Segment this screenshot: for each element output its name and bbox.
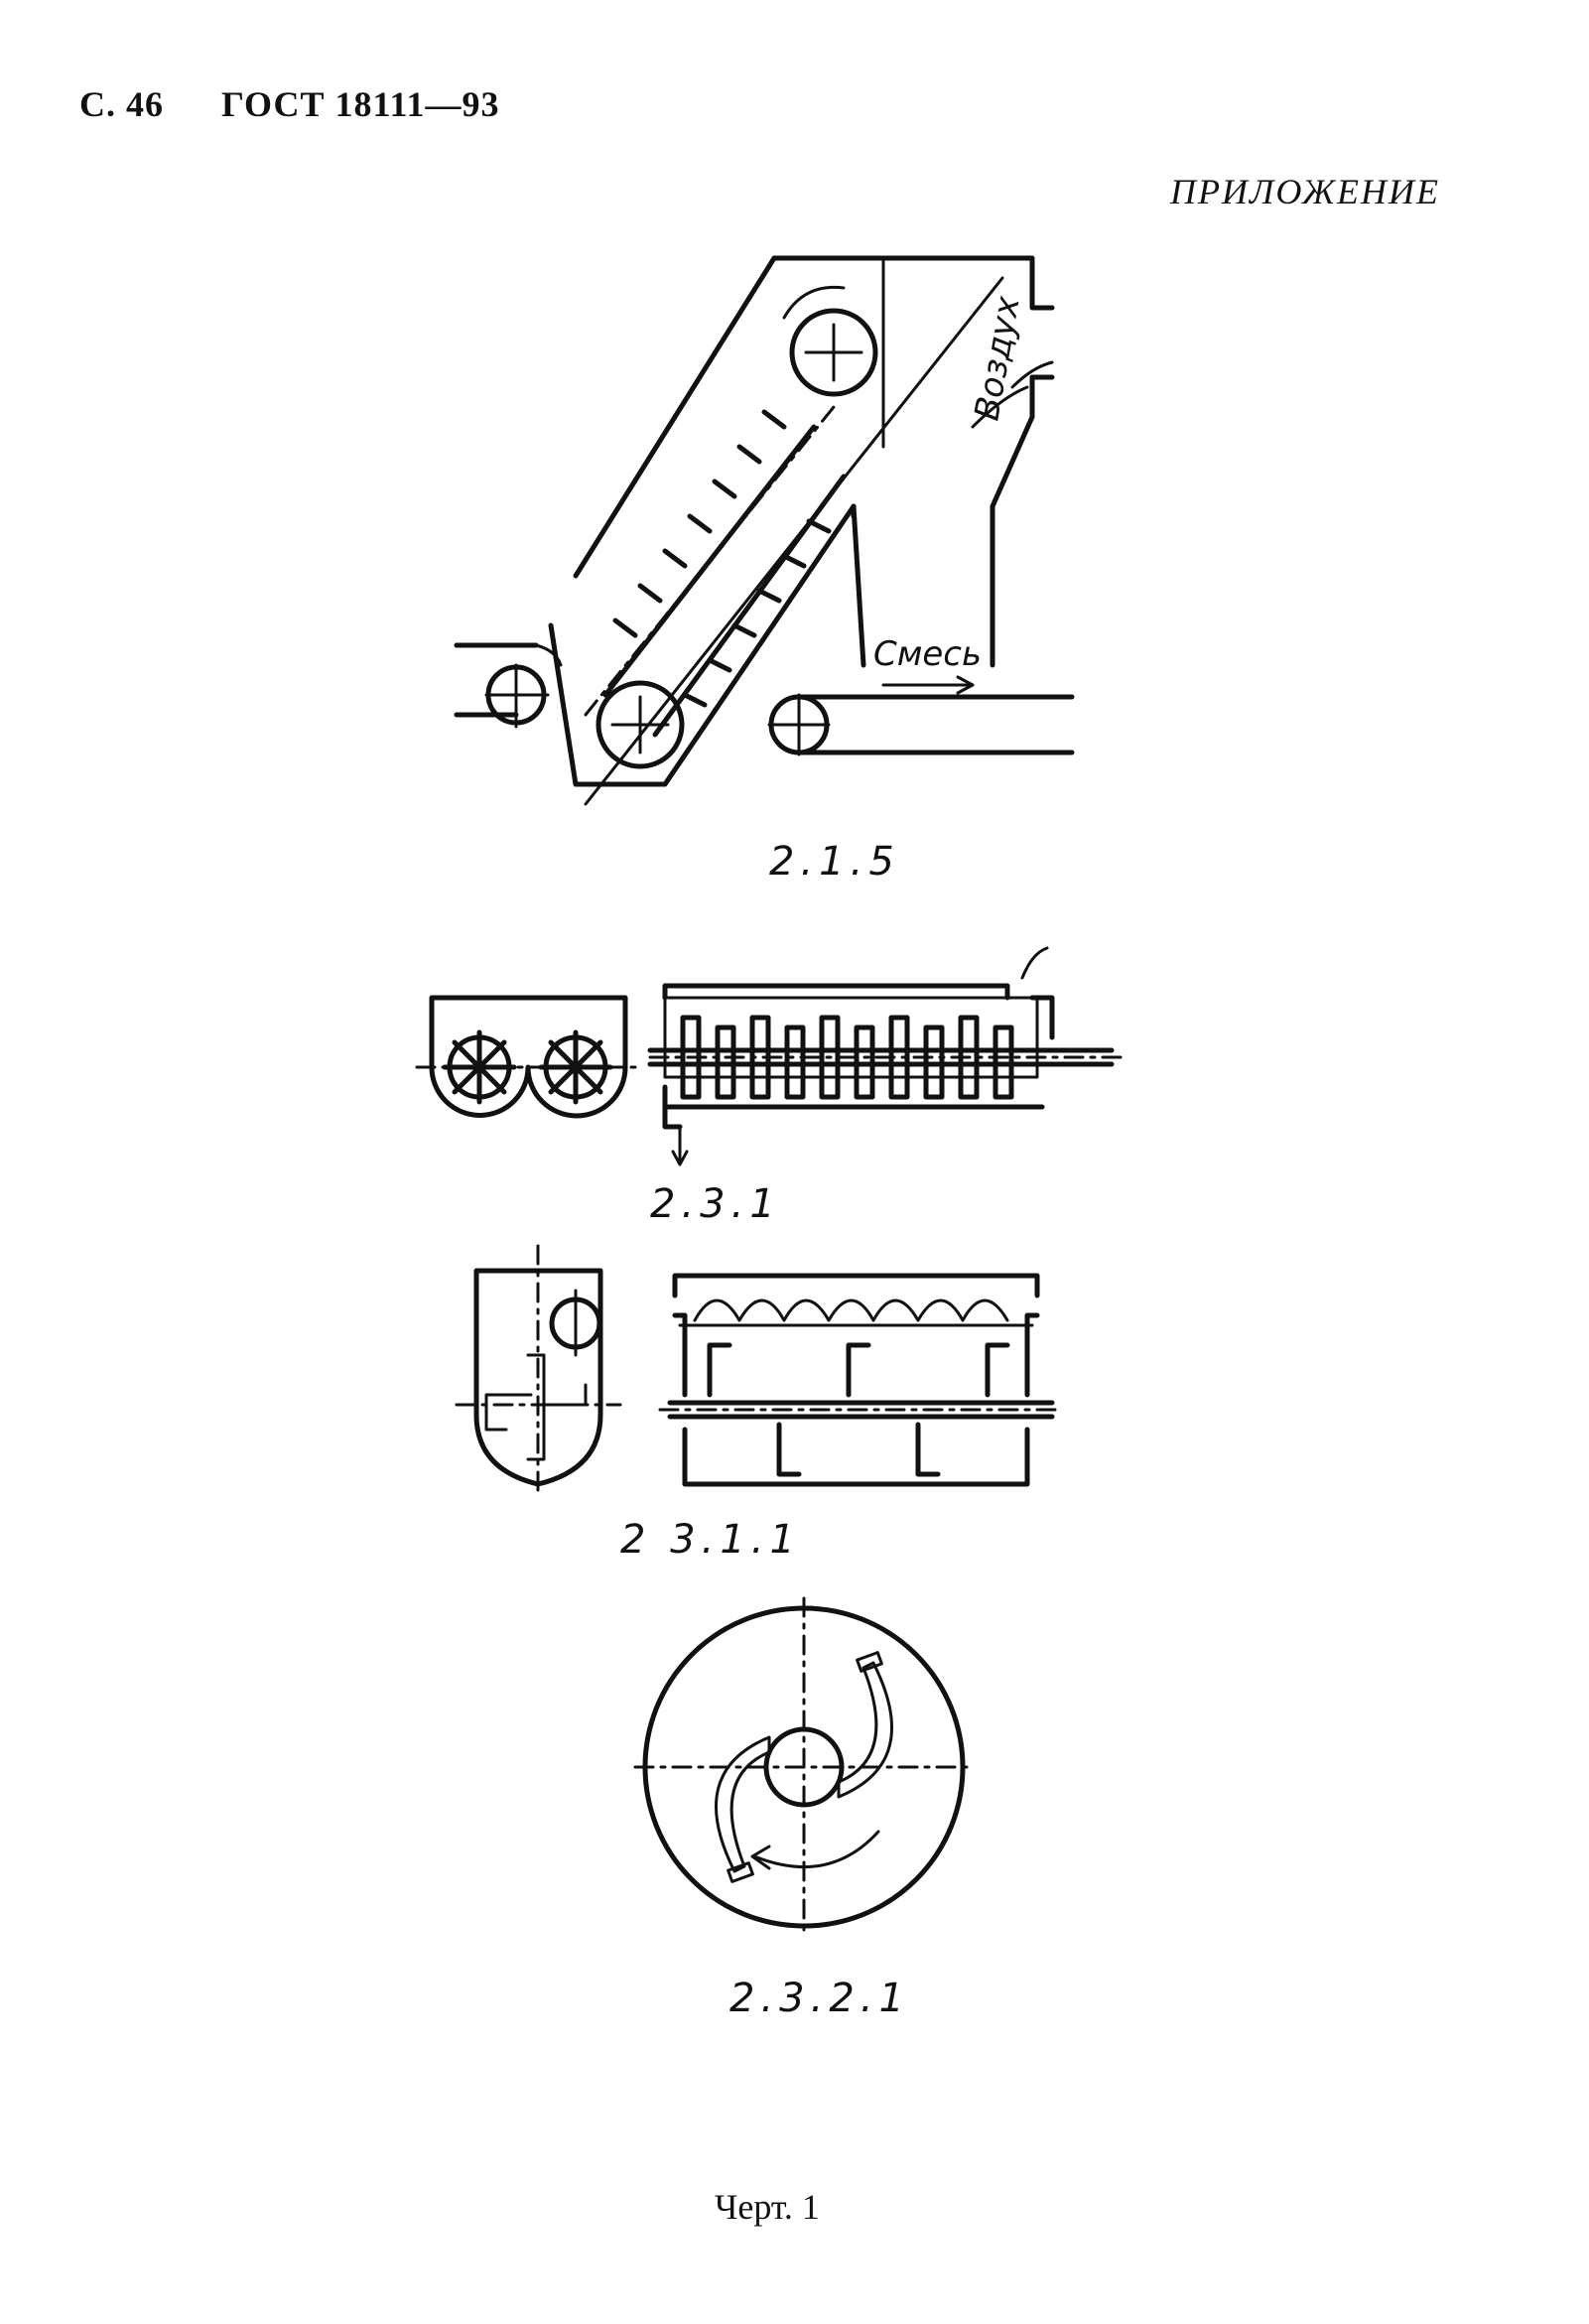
figure-2-3-1 [415, 946, 1124, 1166]
figure-2-3-2-1 [633, 1596, 975, 1938]
mix-label: Смесь [873, 634, 982, 674]
figure-caption-2-1-5: 2.1.5 [769, 839, 900, 885]
figure-2-3-1-1 [455, 1244, 1064, 1496]
standard-number: ГОСТ 18111—93 [221, 84, 500, 124]
figure-2-1-5: Воздух Смесь [454, 255, 1075, 806]
figure-caption-2-3-1-1: 2 3.1.1 [620, 1517, 801, 1563]
figure-caption-2-3-2-1: 2.3.2.1 [729, 1976, 910, 2021]
appendix-title: ПРИЛОЖЕНИЕ [1170, 172, 1440, 211]
drawing-label: Черт. 1 [715, 2187, 820, 2227]
page-header: С. 46 ГОСТ 18111—93 [79, 83, 548, 125]
page-number: С. 46 [79, 84, 164, 124]
figure-caption-2-3-1: 2.3.1 [650, 1181, 781, 1227]
